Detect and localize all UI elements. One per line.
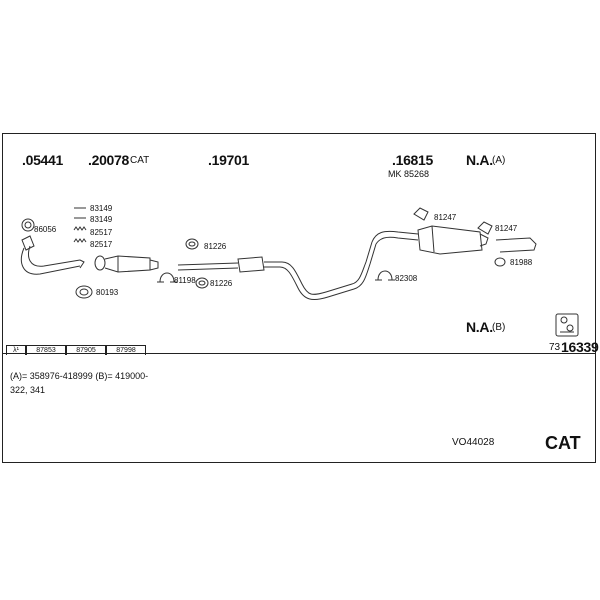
na-b-suffix: (B) <box>492 322 506 333</box>
tail-pipe-part <box>494 237 537 267</box>
clamp-81198-part <box>157 272 177 283</box>
catalytic-converter-part <box>94 255 159 273</box>
part-label-81226-b: 81226 <box>210 279 233 288</box>
kit-number: 16339 <box>561 339 599 355</box>
gasket-80193-part <box>75 285 93 299</box>
ref-cell-87853: 87853 <box>26 345 66 355</box>
cat-label: CAT <box>545 433 581 453</box>
na-b-label: N.A. <box>466 319 493 335</box>
part-number-19701: .19701 <box>208 152 250 168</box>
diagram-frame <box>2 133 596 463</box>
part-label-82517-a: 82517 <box>90 228 113 237</box>
part-suffix-cat: CAT <box>130 155 150 166</box>
note-line-2: 322, 341 <box>10 385 46 395</box>
part-label-81226-a: 81226 <box>204 242 227 251</box>
part-label-86056: 86056 <box>34 225 57 234</box>
part-number-05441: .05441 <box>22 152 64 168</box>
frame-divider <box>2 353 596 354</box>
clamp-82308-part <box>375 270 395 281</box>
part-label-83149-a: 83149 <box>90 204 113 213</box>
part-number-16815: .16815 <box>392 152 434 168</box>
part-number-20078: .20078 <box>88 152 130 168</box>
hanger-81247-part <box>413 207 493 235</box>
kit-prefix: 73 <box>549 342 561 353</box>
part-label-83149-b: 83149 <box>90 215 113 224</box>
na-a-label: N.A. <box>466 152 493 168</box>
ref-cell-87905: 87905 <box>66 345 106 355</box>
na-a-suffix: (A) <box>492 155 506 166</box>
rear-silencer-part <box>371 225 489 255</box>
bolts-springs-part <box>73 207 87 243</box>
note-line-1: (A)= 358976-418999 (B)= 419000- <box>10 371 149 381</box>
part-label-81988: 81988 <box>510 258 533 267</box>
part-sub-mk: MK 85268 <box>388 169 430 179</box>
vehicle-code: VO44028 <box>452 437 495 448</box>
part-label-82308: 82308 <box>395 274 418 283</box>
part-label-81198: 81198 <box>174 276 196 285</box>
part-label-81247-a: 81247 <box>434 213 457 222</box>
front-pipe-part <box>20 218 85 275</box>
mounting-kit-icon <box>555 313 579 337</box>
ref-cell-87998: 87998 <box>106 345 146 355</box>
part-label-82517-b: 82517 <box>90 240 113 249</box>
gasket-81226-part <box>185 238 209 289</box>
ref-lambda: λ¹ <box>6 345 26 355</box>
intermediate-pipe-part <box>177 241 377 301</box>
part-label-81247-b: 81247 <box>495 224 518 233</box>
part-label-80193: 80193 <box>96 288 119 297</box>
